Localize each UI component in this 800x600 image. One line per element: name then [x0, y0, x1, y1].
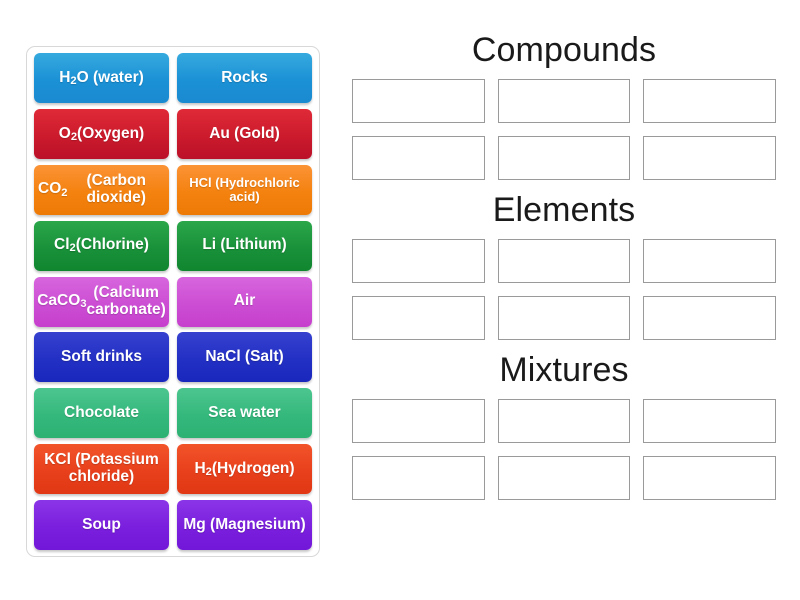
dropzone-grid-compounds [352, 79, 776, 181]
dropzone-compounds-3[interactable] [643, 79, 776, 124]
tile-kcl[interactable]: KCl (Potassium chloride) [34, 444, 169, 495]
tile-li[interactable]: Li (Lithium) [177, 220, 312, 271]
dropzone-mixtures-5[interactable] [497, 456, 631, 501]
dropzone-compounds-4[interactable] [352, 136, 485, 181]
dropzone-elements-6[interactable] [643, 296, 776, 341]
dropzone-mixtures-1[interactable] [352, 399, 485, 444]
dropzone-mixtures-4[interactable] [352, 456, 485, 501]
tile-nacl[interactable]: NaCl (Salt) [177, 332, 312, 383]
category-elements: Elements [352, 190, 776, 341]
dropzone-mixtures-2[interactable] [497, 399, 631, 444]
tile-hcl[interactable]: HCl (Hydrochloric acid) [177, 164, 312, 215]
dropzone-mixtures-6[interactable] [643, 456, 776, 501]
tile-choc[interactable]: Chocolate [34, 388, 169, 439]
tile-au[interactable]: Au (Gold) [177, 108, 312, 159]
dropzone-elements-1[interactable] [352, 239, 485, 284]
category-title-compounds: Compounds [471, 31, 657, 69]
dropzone-compounds-2[interactable] [497, 79, 631, 124]
tile-air[interactable]: Air [177, 276, 312, 327]
dropzone-grid-mixtures [352, 399, 776, 501]
category-title-elements: Elements [492, 191, 636, 230]
dropzone-elements-4[interactable] [352, 296, 485, 341]
category-title-mixtures: Mixtures [499, 351, 629, 390]
dropzone-compounds-5[interactable] [497, 136, 631, 181]
dropzone-elements-2[interactable] [497, 239, 631, 284]
dropzone-grid-elements [352, 239, 776, 341]
category-compounds: Compounds [352, 30, 776, 181]
tile-sea[interactable]: Sea water [177, 388, 312, 439]
tile-soup[interactable]: Soup [34, 500, 169, 550]
tile-soft[interactable]: Soft drinks [34, 332, 169, 383]
dropzone-elements-5[interactable] [497, 296, 631, 341]
dropzone-elements-3[interactable] [643, 239, 776, 284]
category-mixtures: Mixtures [352, 350, 776, 501]
tile-mg[interactable]: Mg (Magnesium) [177, 500, 312, 550]
dropzone-mixtures-3[interactable] [643, 399, 776, 444]
dropzone-compounds-6[interactable] [643, 136, 776, 181]
tile-rocks[interactable]: Rocks [177, 53, 312, 103]
dropzone-compounds-1[interactable] [352, 79, 485, 124]
